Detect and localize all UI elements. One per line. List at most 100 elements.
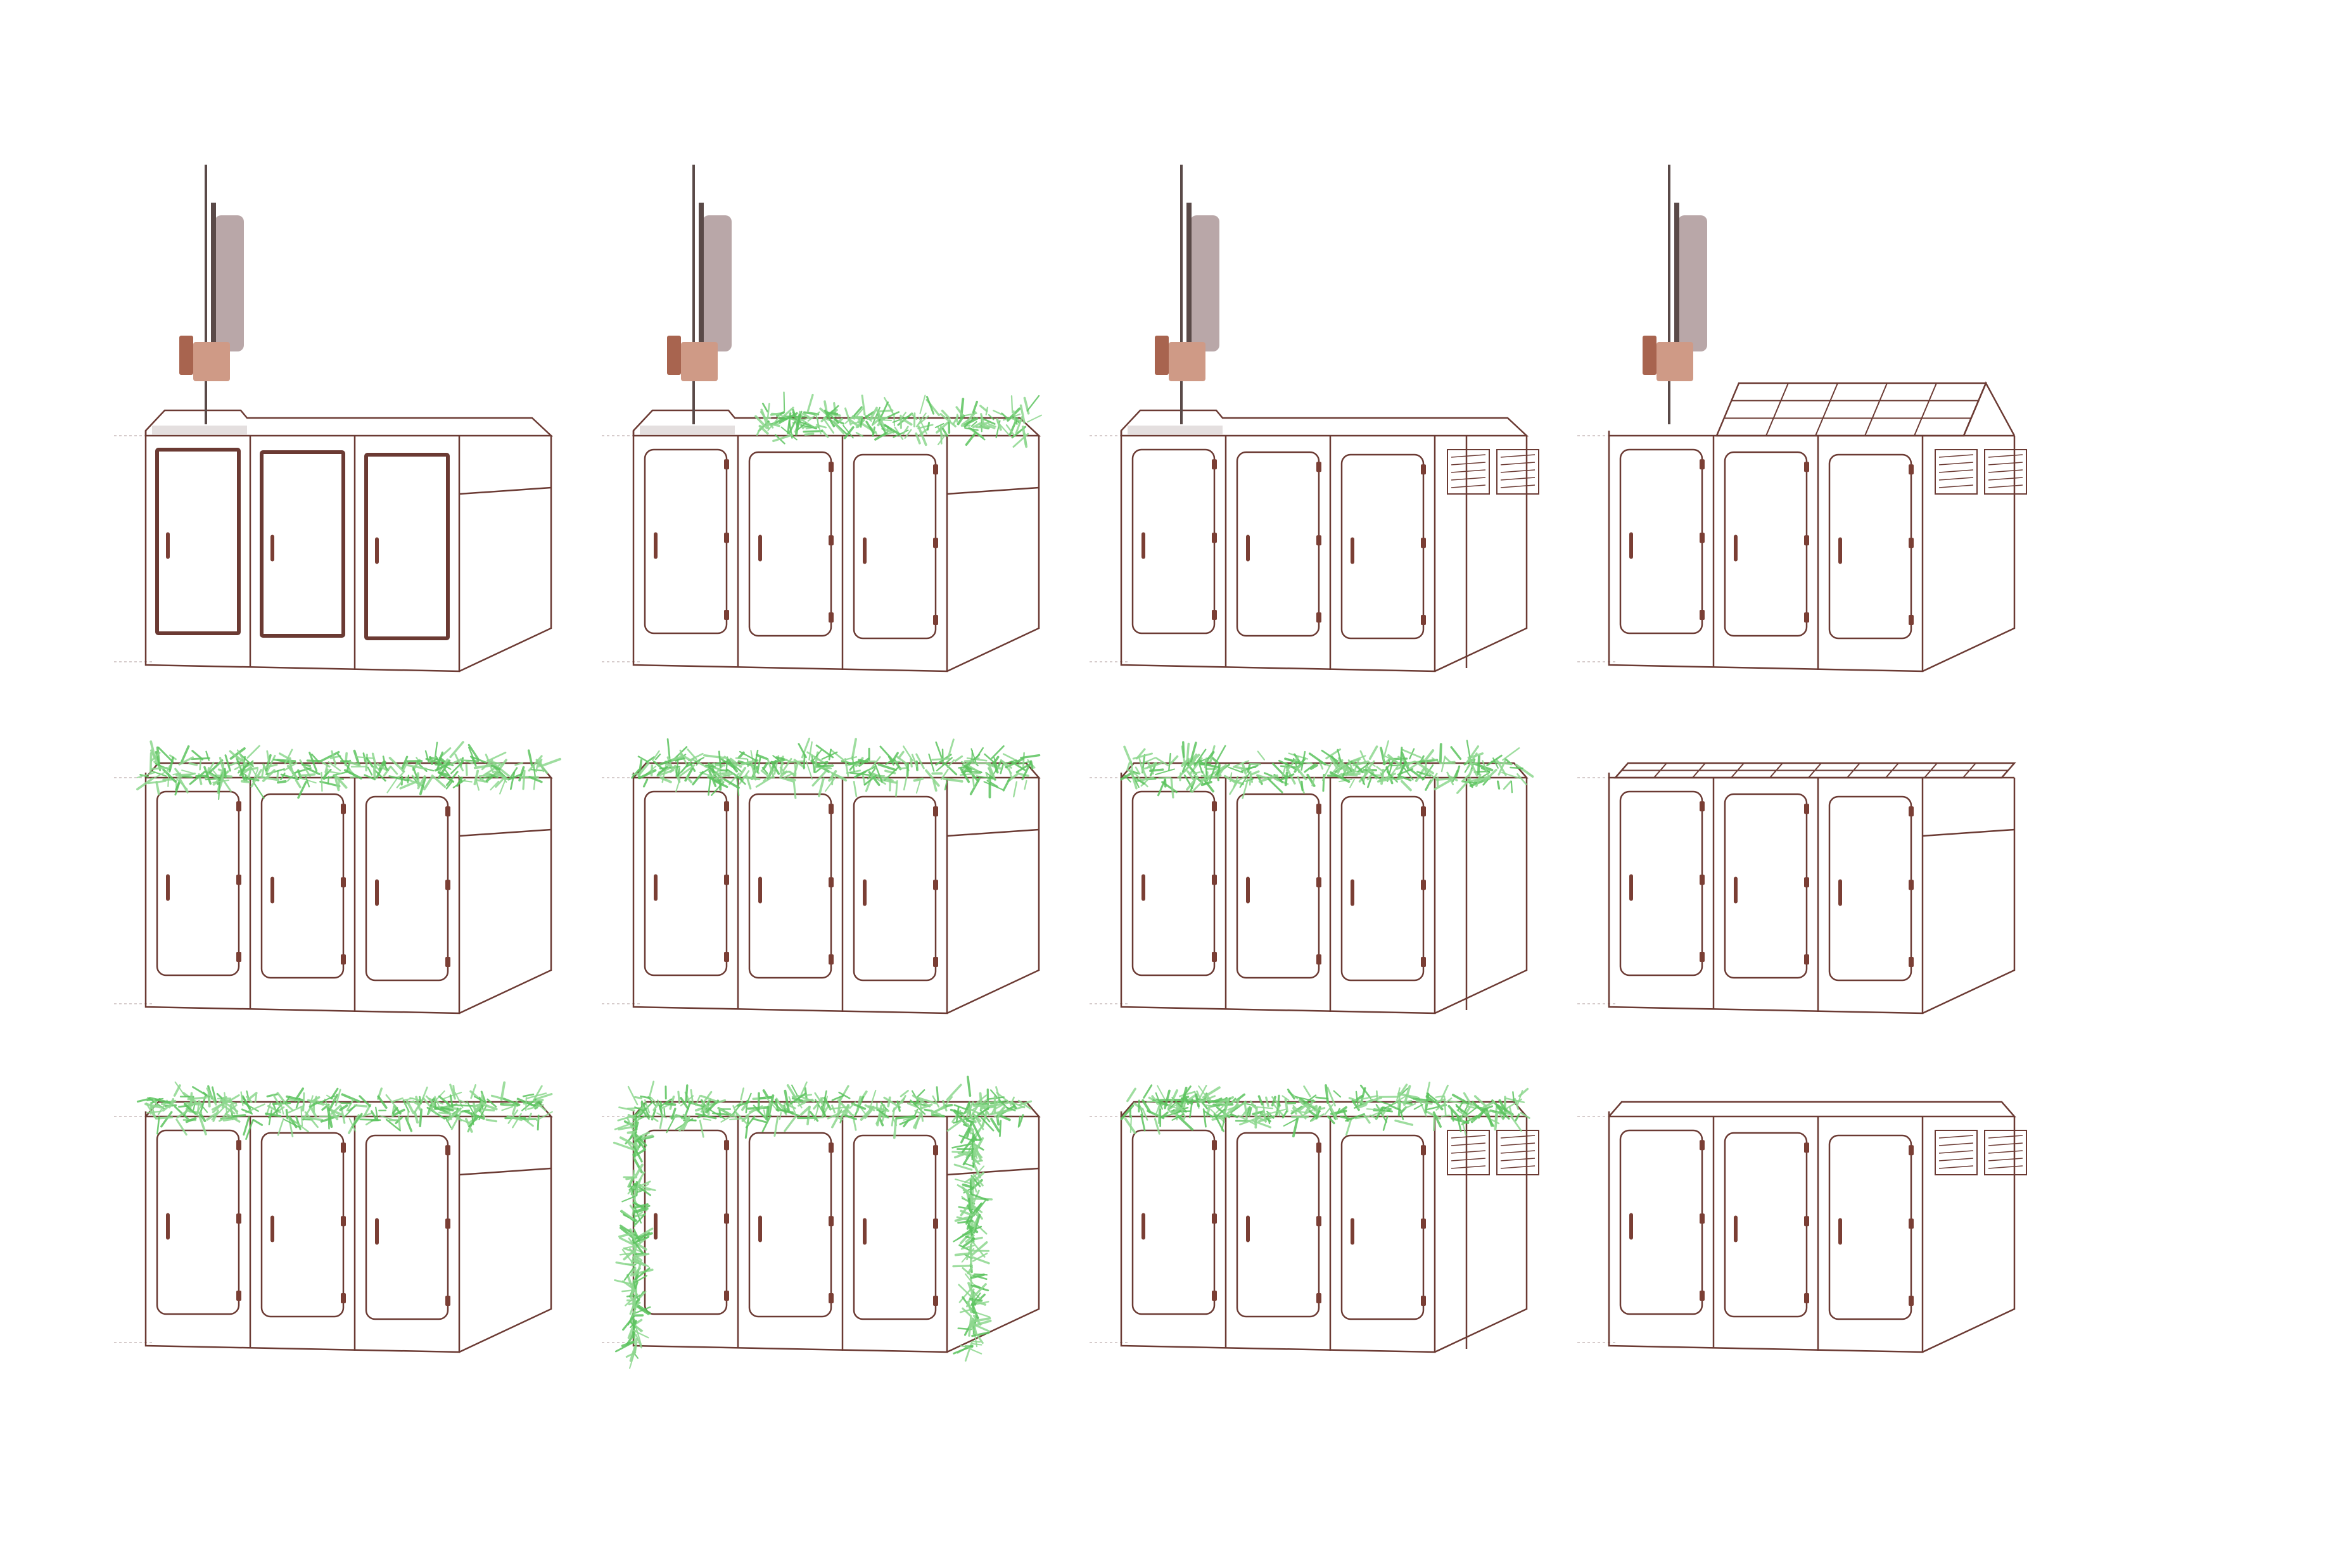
side-vent-slat-1-1 — [1500, 1135, 1536, 1139]
door-hinge-3-0 — [933, 464, 938, 475]
side-vent-1 — [1984, 449, 2027, 495]
side-vent-slat-1-5 — [1500, 484, 1536, 488]
door-hinge-3-1 — [1421, 538, 1426, 548]
door-hinge-2-0 — [1804, 1142, 1809, 1153]
cabinet-side-outline — [1922, 436, 2016, 673]
cabinet-side-outline — [946, 1116, 1040, 1353]
door-hinge-2-0 — [829, 462, 834, 472]
antenna-unit-panel — [215, 215, 244, 351]
cabinet-side-outline — [1922, 1116, 2016, 1353]
cabinet-variant-10 — [602, 1075, 1041, 1369]
door-hinge-1-1 — [1212, 875, 1217, 885]
door-hinge-1-1 — [1700, 1213, 1705, 1224]
door-handle-1 — [654, 874, 658, 901]
side-vent-0 — [1935, 449, 1978, 495]
door-hinge-2-0 — [1316, 462, 1321, 472]
door-hinge-2-1 — [829, 535, 834, 546]
door-hinge-3-0 — [1909, 464, 1914, 475]
door-hinge-3-2 — [1909, 957, 1914, 967]
grass-roof — [1120, 740, 1534, 799]
door-hinge-1-0 — [1700, 459, 1705, 470]
door-hinge-2-0 — [1316, 1142, 1321, 1153]
door-hinge-2-0 — [341, 1142, 346, 1153]
side-vent-slat-0-5 — [1938, 1165, 1974, 1169]
cabinet-roof-flat — [1121, 1101, 1529, 1118]
roof-shadow — [152, 426, 247, 434]
door-handle-2 — [1734, 1215, 1738, 1242]
door-hinge-3-1 — [1909, 880, 1914, 890]
door-handle-1 — [1141, 532, 1145, 559]
door-hinge-3-0 — [1421, 464, 1426, 475]
side-vent-slat-1-3 — [1988, 469, 2023, 473]
door-hinge-2-2 — [1316, 954, 1321, 964]
side-vent-slat-0-2 — [1451, 1142, 1486, 1146]
door-handle-3 — [375, 879, 379, 906]
grass-roof — [631, 737, 1041, 799]
solar-panel-gable-col-1 — [1765, 383, 1789, 436]
door-handle-1 — [166, 1213, 170, 1240]
antenna-unit-radio — [1169, 342, 1205, 381]
door-hinge-2-2 — [829, 954, 834, 964]
door-hinge-3-1 — [933, 880, 938, 890]
cabinet-front-outline — [144, 431, 461, 673]
door-handle-2 — [758, 876, 762, 904]
door-hinge-3-2 — [933, 1296, 938, 1306]
cabinet-variant-3 — [1090, 165, 1539, 673]
door-hinge-1-2 — [236, 1291, 241, 1301]
door-hinge-3-2 — [933, 615, 938, 625]
door-hinge-1-1 — [1212, 533, 1217, 543]
side-panel-split — [459, 1167, 552, 1176]
antenna-unit-radio-small — [179, 336, 193, 375]
door-hinge-3-1 — [445, 880, 450, 890]
door-hinge-1-0 — [1212, 459, 1217, 470]
door-handle-2 — [1734, 534, 1738, 562]
door-hinge-2-2 — [829, 1293, 834, 1303]
cabinet-variant-7 — [1090, 740, 1534, 1015]
door-hinge-3-2 — [445, 1296, 450, 1306]
door-handle-1 — [166, 874, 170, 901]
solar-panel-flat — [1613, 762, 2016, 779]
door-hinge-2-2 — [341, 954, 346, 964]
solar-panel-gable — [1715, 382, 1987, 437]
cabinet-variant-9 — [114, 1081, 553, 1353]
door-hinge-3-0 — [933, 1145, 938, 1156]
door-hinge-3-2 — [1909, 615, 1914, 625]
side-vent-slat-0-4 — [1451, 1158, 1486, 1161]
door-hinge-3-1 — [445, 1218, 450, 1229]
cabinet-front-outline — [632, 431, 948, 673]
door-handle-3 — [863, 1218, 867, 1245]
door-hinge-1-0 — [1212, 1140, 1217, 1151]
antenna-unit-radio-small — [1643, 336, 1656, 375]
door-hinge-3-0 — [933, 806, 938, 817]
antenna-unit — [179, 165, 244, 424]
door-hinge-1-2 — [724, 1291, 729, 1301]
antenna-unit — [667, 165, 732, 424]
side-panel-split — [946, 828, 1040, 837]
cabinet-side-outline — [1434, 778, 1528, 1015]
cabinet-variant-5 — [114, 740, 562, 1015]
door-hinge-1-0 — [236, 1140, 241, 1151]
side-vent-0 — [1935, 1130, 1978, 1175]
cabinet-variant-2 — [602, 165, 1042, 673]
grass-wall-left — [613, 1106, 656, 1369]
door-hinge-1-0 — [1700, 1140, 1705, 1151]
door-hinge-1-1 — [724, 1213, 729, 1224]
side-vent-1 — [1984, 1130, 2027, 1175]
side-vent-slat-1-1 — [1988, 454, 2023, 458]
cabinet-variant-12 — [1577, 1101, 2027, 1353]
door-hinge-3-2 — [445, 957, 450, 967]
door-handle-2 — [1246, 876, 1250, 904]
door-handle-3 — [1351, 537, 1354, 564]
door-hinge-1-2 — [724, 952, 729, 962]
cabinet-variant-11 — [1090, 1081, 1539, 1353]
door-hinge-3-0 — [445, 1145, 450, 1156]
side-vent-1 — [1496, 1130, 1539, 1175]
side-vent-slat-1-1 — [1988, 1135, 2023, 1139]
side-vent-slat-1-2 — [1500, 1142, 1536, 1146]
cabinet-side-outline — [459, 1116, 552, 1353]
cabinet-roof-hood — [1120, 409, 1529, 437]
door-hinge-3-2 — [933, 957, 938, 967]
side-panel-split — [1922, 828, 2015, 837]
antenna-unit-radio-small — [1155, 336, 1169, 375]
